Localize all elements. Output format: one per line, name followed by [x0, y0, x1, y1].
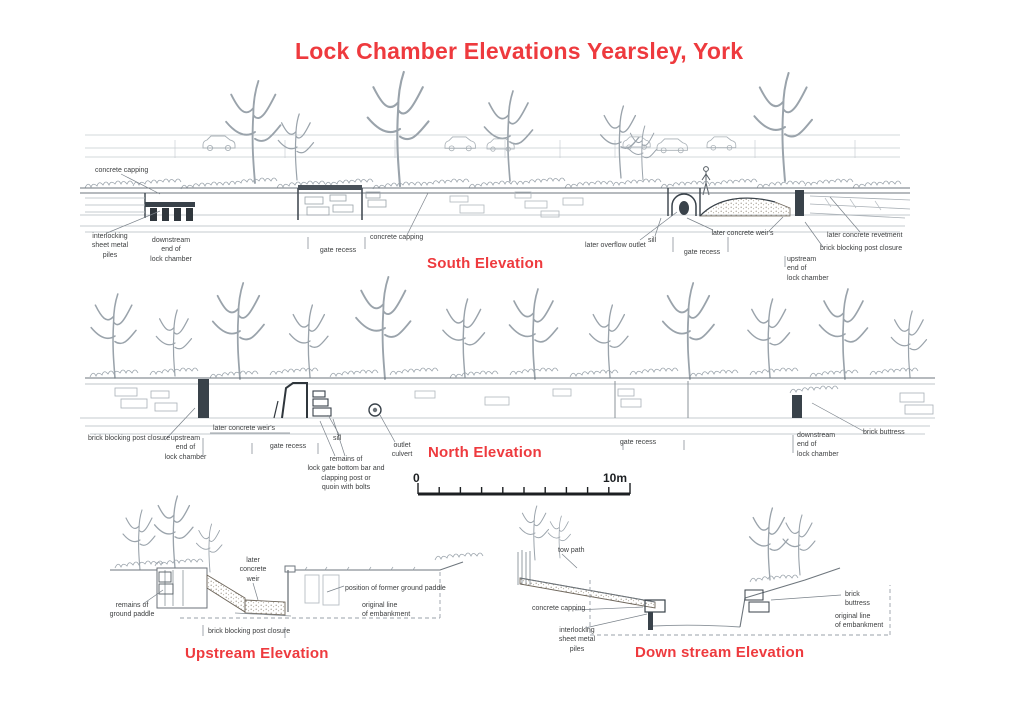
south-elevation-heading: South Elevation	[427, 255, 544, 272]
label-concrete-capping-south-mid: concrete capping	[370, 234, 424, 241]
north-elevation-drawing	[80, 276, 935, 457]
person-figure	[701, 166, 711, 196]
label-interlocking-piles-downstream: interlocking sheet metal piles	[558, 627, 596, 653]
scale-start-label: 0	[413, 471, 420, 485]
scale-end-label: 10m	[603, 471, 628, 485]
north-elevation-heading: North Elevation	[428, 444, 542, 461]
label-brick-buttress-downstream: brick buttress	[845, 591, 870, 608]
label-original-line-downstream: original line of embankment	[835, 613, 884, 630]
label-original-line-upstream: original line of embankment	[362, 602, 411, 619]
label-concrete-capping-south-left: concrete capping	[95, 167, 149, 174]
label-outlet-culvert: outlet culvert	[391, 442, 413, 459]
downstream-elevation-heading: Down stream Elevation	[635, 644, 805, 661]
label-upstream-end-north: upstream end of lock chamber	[164, 435, 207, 461]
label-gate-recess-south-right: gate recess	[683, 249, 721, 256]
label-later-concrete-weirs-north: later concrete weir's	[213, 425, 276, 432]
label-downstream-end-south: downstream end of lock chamber	[150, 237, 192, 263]
label-sill-north: sill	[333, 435, 342, 442]
label-concrete-capping-downstream: concrete capping	[532, 605, 586, 612]
label-gate-recess-north-left: gate recess	[269, 443, 307, 450]
label-sill-south: sill	[648, 237, 657, 244]
label-tow-path: tow path	[558, 547, 585, 554]
scale-bar	[417, 483, 631, 496]
label-later-concrete-revetment: later concrete revetment	[827, 232, 903, 239]
downstream-elevation-drawing	[517, 505, 891, 636]
label-gate-recess-south-left: gate recess	[319, 247, 357, 254]
label-brick-blocking-post-closure-upstream: brick blocking post closure	[208, 628, 291, 635]
upstream-elevation-heading: Upstream Elevation	[185, 645, 329, 662]
sheet-title: Lock Chamber Elevations Yearsley, York	[295, 38, 744, 64]
label-brick-blocking-post-closure-south: brick blocking post closure	[820, 245, 903, 252]
label-later-overflow-outlet: later overflow outlet	[585, 242, 646, 249]
label-gate-recess-north-right: gate recess	[619, 439, 657, 446]
label-remains-ground-paddle: remains of ground paddle	[109, 602, 155, 619]
label-gate-remains: remains of lock gate bottom bar and clap…	[307, 456, 385, 492]
south-elevation-drawing	[80, 70, 911, 267]
label-later-concrete-weir-upstream: later concrete weir	[239, 557, 267, 583]
label-downstream-end-north: downstream end of lock chamber	[797, 432, 839, 458]
label-former-ground-paddle: position of former ground paddle	[345, 585, 446, 592]
label-brick-buttress-north: brick buttress	[863, 429, 905, 436]
label-later-concrete-weirs-south: later concrete weir's	[711, 230, 774, 237]
label-brick-blocking-post-closure-north: brick blocking post closure	[88, 435, 171, 442]
upstream-elevation-drawing	[110, 495, 484, 638]
label-upstream-end-south: upstream end of lock chamber	[787, 256, 829, 282]
label-interlocking-piles-south: interlocking sheet metal piles	[91, 233, 129, 259]
